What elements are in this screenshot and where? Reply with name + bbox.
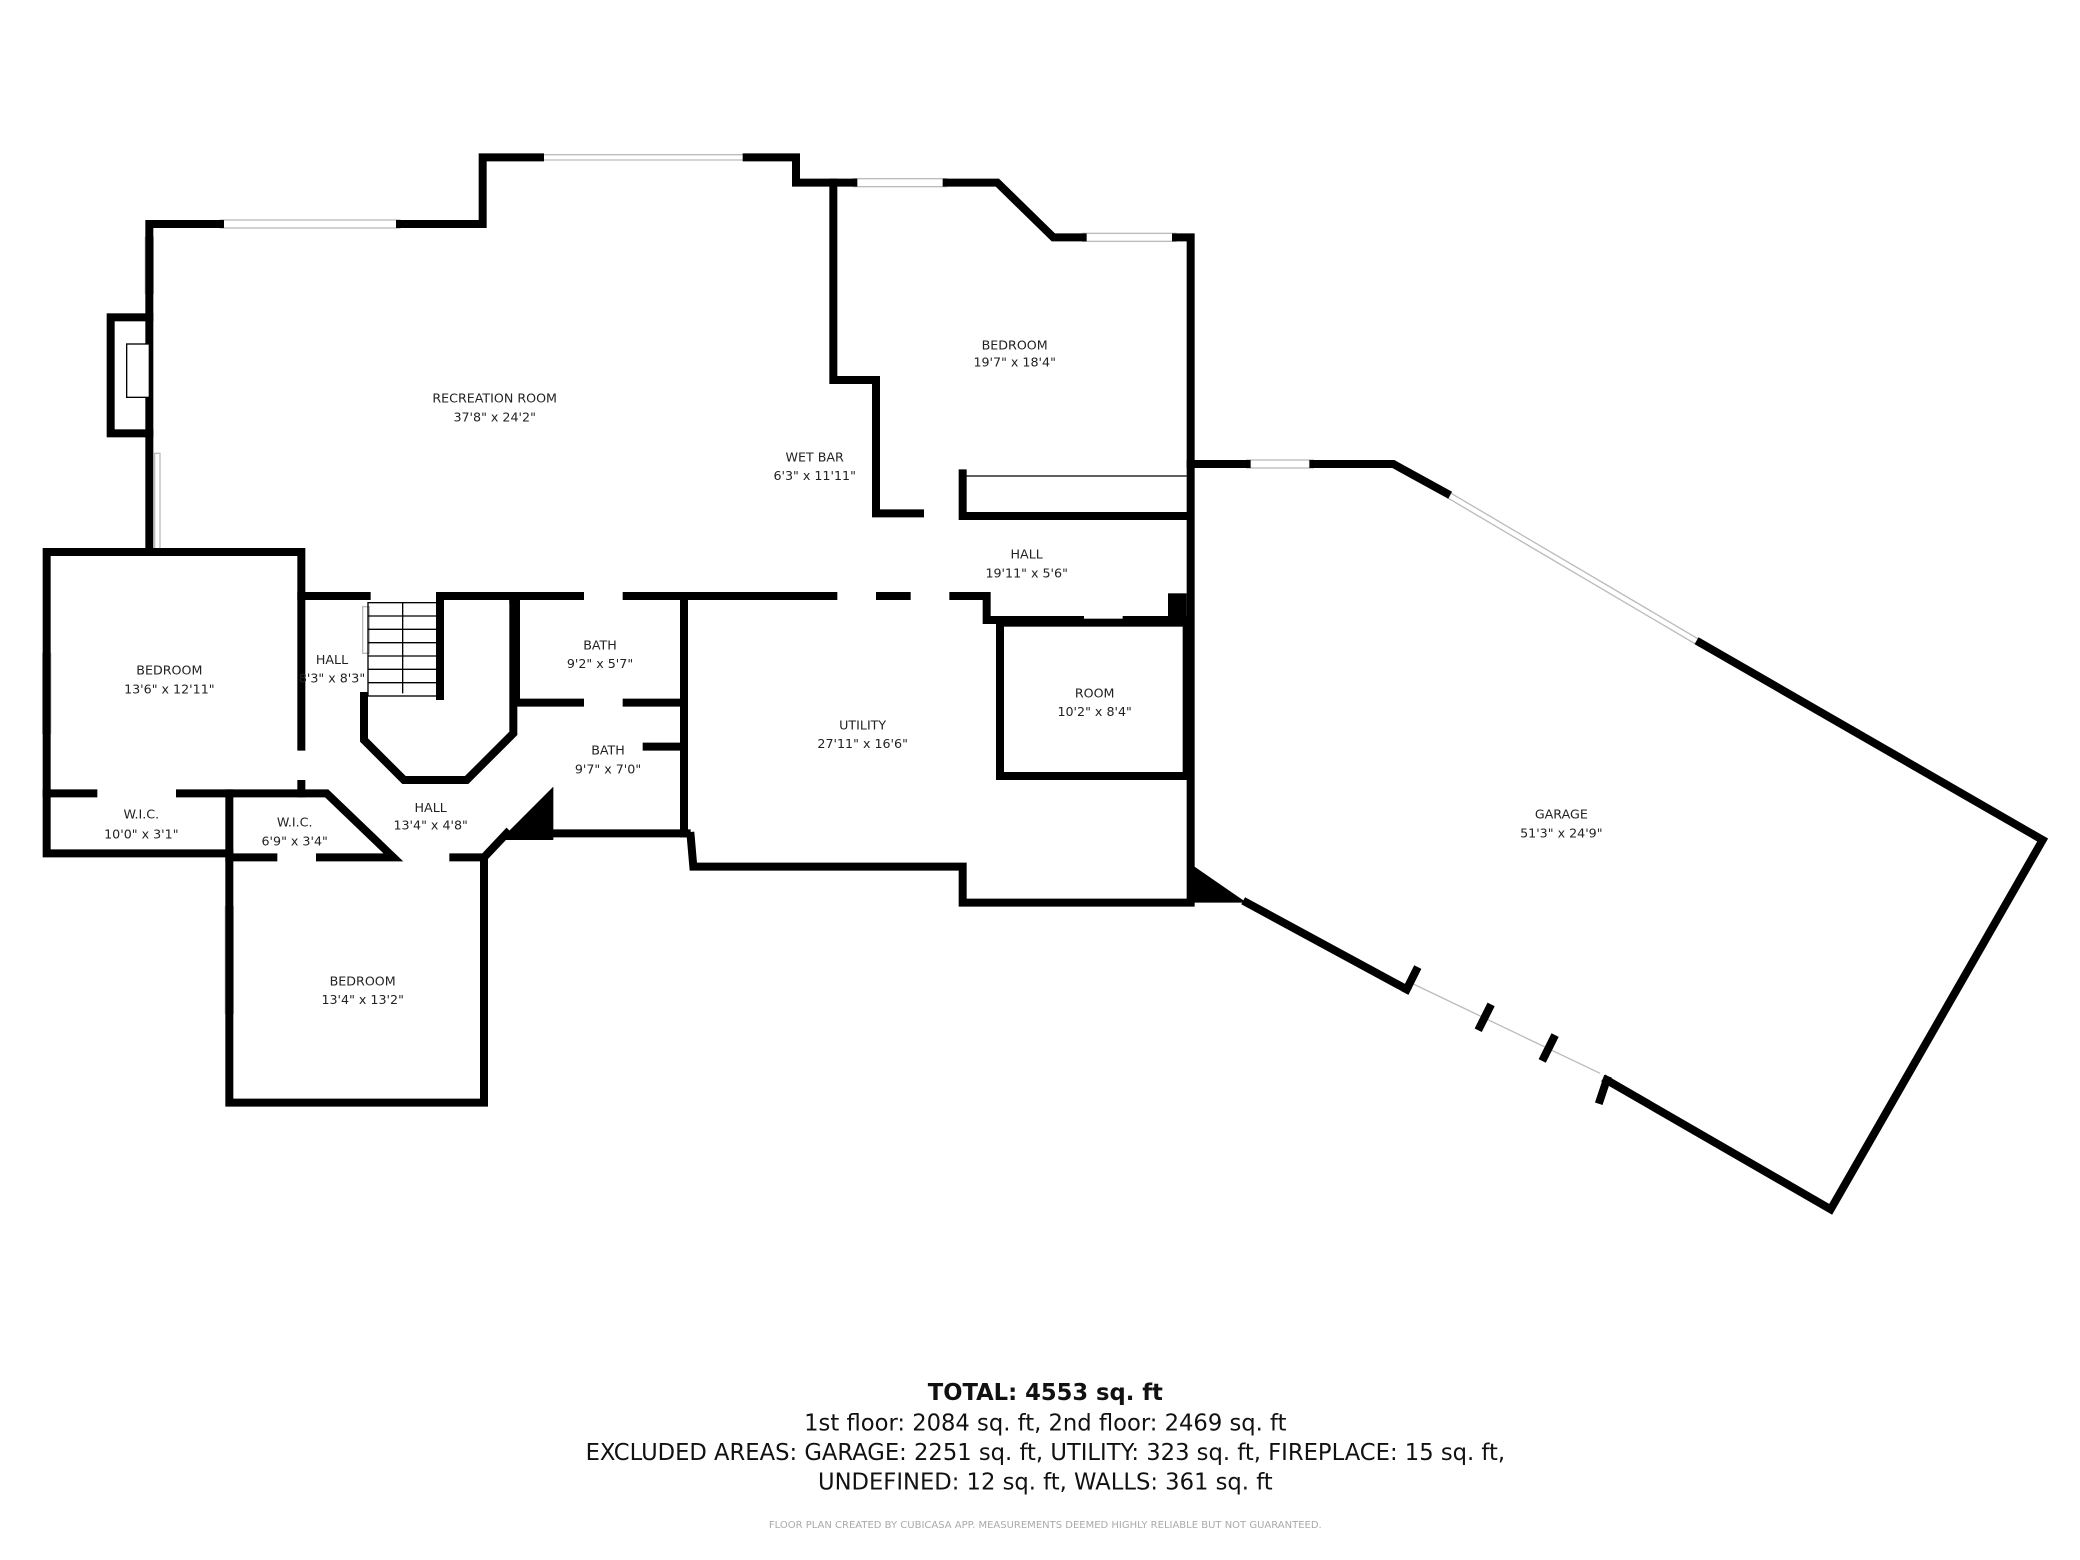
room-size: 6'3" x 11'11" <box>773 468 855 483</box>
walls <box>42 153 2049 1215</box>
room-name: W.I.C. <box>123 807 159 822</box>
room-size: 8'3" x 8'3" <box>299 671 365 686</box>
room-name: W.I.C. <box>277 815 313 830</box>
excluded-areas-cont: UNDEFINED: 12 sq. ft, WALLS: 361 sq. ft <box>818 1469 1273 1495</box>
room-size: 10'0" x 3'1" <box>104 827 178 842</box>
room-size: 9'2" x 5'7" <box>567 656 633 671</box>
room-size: 37'8" x 24'2" <box>453 409 535 424</box>
room-name: BEDROOM <box>136 663 202 678</box>
stairs <box>367 601 438 697</box>
total-area: TOTAL: 4553 sq. ft <box>928 1380 1163 1406</box>
room-name: UTILITY <box>839 717 886 732</box>
room-size: 19'11" x 5'6" <box>985 565 1067 580</box>
room-name: HALL <box>1011 547 1043 562</box>
room-size: 9'7" x 7'0" <box>575 761 641 776</box>
room-name: ROOM <box>1075 685 1115 700</box>
floor-areas: 1st floor: 2084 sq. ft, 2nd floor: 2469 … <box>804 1411 1286 1437</box>
room-name: WET BAR <box>785 449 844 464</box>
room-name: RECREATION ROOM <box>432 391 557 406</box>
room-name: BEDROOM <box>330 973 396 988</box>
room-name: BEDROOM <box>982 337 1048 352</box>
room-size: 13'4" x 4'8" <box>393 817 467 832</box>
room-size: 19'7" x 18'4" <box>973 355 1055 370</box>
room-size: 27'11" x 16'6" <box>817 736 908 751</box>
room-name: HALL <box>415 800 447 815</box>
room-name: BATH <box>583 637 617 652</box>
room-name: BATH <box>591 743 625 758</box>
room-size: 13'4" x 13'2" <box>321 992 403 1007</box>
room-size: 10'2" x 8'4" <box>1057 704 1131 719</box>
excluded-areas: EXCLUDED AREAS: GARAGE: 2251 sq. ft, UTI… <box>586 1440 1506 1466</box>
room-size: 6'9" x 3'4" <box>261 833 327 848</box>
disclaimer: FLOOR PLAN CREATED BY CUBICASA APP. MEAS… <box>769 1520 1322 1531</box>
room-name: GARAGE <box>1535 807 1588 822</box>
room-labels: RECREATION ROOM 37'8" x 24'2" BEDROOM 19… <box>104 337 1602 1007</box>
area-summary: TOTAL: 4553 sq. ft 1st floor: 2084 sq. f… <box>586 1380 1506 1531</box>
room-size: 13'6" x 12'11" <box>124 681 215 696</box>
room-size: 51'3" x 24'9" <box>1520 825 1602 840</box>
room-name: HALL <box>316 652 348 667</box>
